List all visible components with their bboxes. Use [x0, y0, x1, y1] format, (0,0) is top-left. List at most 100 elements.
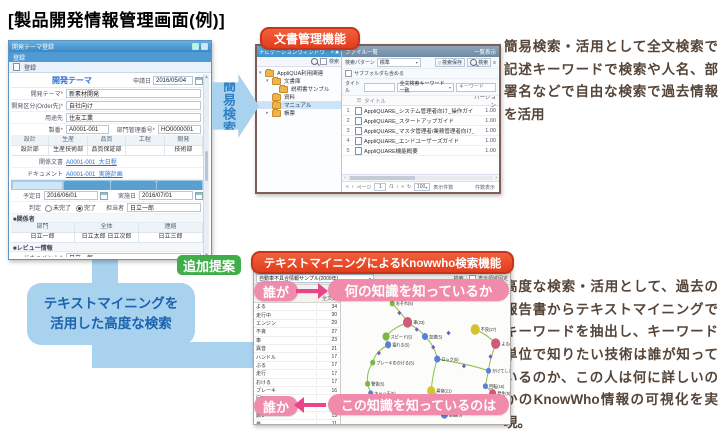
document-link[interactable]: A0001-001_実施計画 — [66, 172, 123, 178]
dev-theme-titlebar[interactable]: 開発テーマ登録 — [9, 41, 211, 52]
calendar-icon[interactable] — [195, 191, 203, 200]
graph-node[interactable] — [482, 383, 488, 390]
radio-incomplete[interactable]: 未完了 — [44, 203, 71, 212]
member-cell[interactable]: 日立三郎 — [139, 233, 203, 242]
page-size-select[interactable]: 100▾ — [414, 183, 431, 191]
save-condition-button[interactable]: ▽検索保存 — [434, 58, 466, 67]
tree-item[interactable]: 資料 — [257, 93, 341, 101]
category-field[interactable]: 自社向け — [66, 101, 201, 110]
expander-icon[interactable]: ▾ — [259, 70, 262, 76]
graph-node[interactable] — [385, 341, 392, 349]
menu-icon[interactable]: ≡ — [493, 59, 496, 66]
title-input[interactable] — [363, 82, 395, 92]
file-title-link[interactable]: AppliQUARE_システム管理者向け_操作ガイド — [364, 108, 474, 115]
tree-item[interactable]: ▾AppliQUA利用関連 — [257, 69, 341, 77]
radio-complete[interactable]: 完了 — [75, 203, 96, 212]
page-input[interactable]: 1 — [374, 183, 387, 191]
scroll-right-icon[interactable]: › — [495, 175, 497, 181]
expander-icon[interactable]: ▾ — [266, 78, 269, 84]
graph-node[interactable] — [485, 367, 492, 374]
scroll-down-icon[interactable]: ▼ — [205, 252, 209, 257]
dev-theme-menubar[interactable]: 登録 — [9, 52, 211, 62]
graph-connector-node[interactable] — [397, 310, 402, 316]
file-title-link[interactable]: AppliQUARE_マスタ管理者/業務管理者向け_操作ガイド — [364, 128, 474, 135]
apply-date-field[interactable]: 2016/05/04 — [153, 76, 193, 85]
refresh-icon[interactable]: ↻ — [406, 184, 412, 190]
dept-cell[interactable]: 生産技術部 — [49, 146, 88, 155]
tab-evaluate[interactable] — [110, 181, 156, 190]
theme-field[interactable]: 新素材開発 — [66, 89, 201, 98]
owner-field[interactable]: 日立一郎 — [127, 203, 201, 212]
graph-node[interactable] — [370, 359, 376, 366]
close-button[interactable] — [201, 43, 208, 50]
graph-node[interactable] — [470, 324, 480, 335]
checkbox[interactable] — [319, 58, 327, 65]
minimize-button[interactable] — [192, 43, 199, 50]
graph-node[interactable] — [365, 380, 371, 387]
dept-cell[interactable]: 設計部 — [11, 146, 50, 155]
list-view-toggle[interactable]: 一覧表示 — [473, 49, 496, 56]
scroll-thumb[interactable] — [205, 150, 208, 181]
tree-item[interactable]: ▾文書庫 — [257, 77, 341, 85]
file-title-link[interactable]: AppliQUARE_スタートアップガイド — [364, 118, 454, 125]
scroll-thumb[interactable] — [349, 176, 416, 180]
tree-item[interactable]: 説明書サンプル — [257, 85, 341, 93]
dept-cell[interactable] — [126, 146, 165, 155]
dataset-select[interactable]: 自動車不具合情報サンプル(2009年)▾ — [256, 273, 374, 283]
search-icon[interactable] — [310, 58, 318, 65]
first-page-button[interactable]: « — [346, 184, 349, 190]
graph-node[interactable] — [389, 300, 395, 307]
tab-report[interactable] — [156, 181, 202, 190]
tab-plan[interactable] — [12, 181, 64, 190]
graph-node[interactable] — [434, 355, 441, 363]
knowwho-search-label[interactable]: 検索 — [454, 275, 464, 282]
prev-page-button[interactable]: ‹ — [351, 184, 354, 190]
usage-field[interactable]: 住友工業 — [66, 113, 201, 122]
expander-icon[interactable]: ▸ — [266, 110, 269, 116]
product-no-field[interactable]: A0001-001 — [66, 125, 109, 134]
graph-connector-node[interactable] — [446, 330, 451, 336]
file-title-link[interactable]: AppliQUARE機能概要 — [364, 148, 418, 155]
panel-buttons-icon[interactable]: ⟳ ▣ — [330, 49, 339, 54]
menu-register[interactable]: 登録 — [13, 55, 26, 62]
tree-item[interactable]: ▸帳票 — [257, 109, 341, 117]
next-page-button[interactable]: › — [396, 184, 399, 190]
keyword-input[interactable] — [456, 82, 496, 92]
subfolder-checkbox[interactable] — [345, 70, 352, 77]
match-select[interactable]: 全文検索キーワード一致▾ — [396, 81, 454, 94]
calendar-icon[interactable] — [100, 191, 108, 200]
toolbar-register-label[interactable]: 登録 — [24, 65, 37, 72]
scroll-up-icon[interactable]: ▲ — [204, 74, 209, 79]
search-button[interactable]: 検索 — [467, 58, 492, 67]
plan-date-field[interactable]: 2016/06/01 — [44, 191, 98, 200]
exec-date-field[interactable]: 2016/07/01 — [139, 191, 193, 200]
h-scrollbar[interactable]: ‹ › — [342, 174, 499, 181]
graph-node[interactable] — [491, 338, 501, 349]
form-scrollbar[interactable]: ▲ ▼ — [203, 74, 209, 257]
member-cell[interactable]: 日立一郎 — [11, 233, 75, 242]
dept-cell[interactable]: 技術部 — [165, 146, 203, 155]
related-doc-link[interactable]: A0001-001_大日程 — [66, 160, 117, 166]
last-page-button[interactable]: » — [401, 184, 404, 190]
dept-no-field[interactable]: HO0000001 — [158, 125, 201, 134]
member-cell[interactable]: 日立太郎 日立次郎 — [75, 233, 139, 242]
tab-execute[interactable] — [64, 181, 110, 190]
graph-connector-node[interactable] — [376, 350, 381, 356]
graph-connector-node[interactable] — [488, 354, 493, 359]
keyword-row[interactable]: 量11 — [254, 420, 340, 424]
